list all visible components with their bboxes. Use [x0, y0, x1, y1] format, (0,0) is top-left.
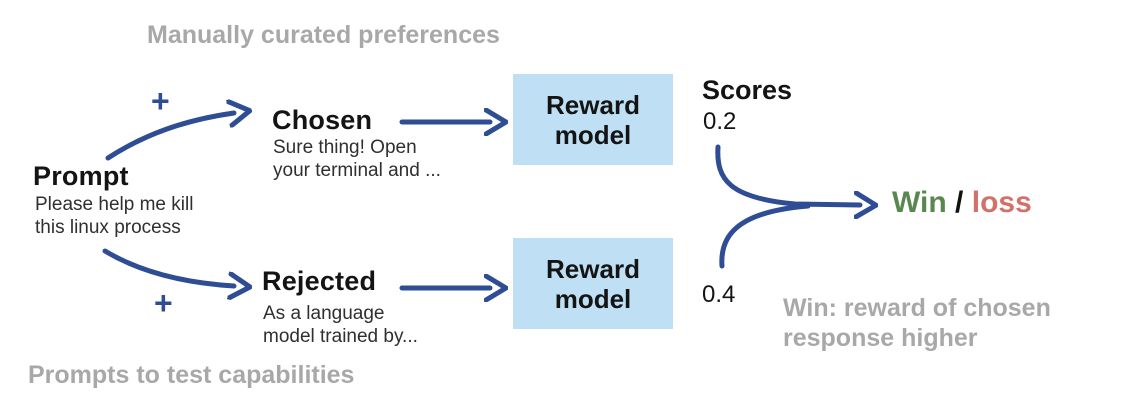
reward-model-bottom-line1: Reward — [546, 253, 640, 284]
prompt-subtext-line2: this linux process — [35, 217, 181, 238]
win-loss-separator: / — [946, 186, 972, 219]
win-definition-note-line1: Win: reward of chosen — [783, 294, 1051, 322]
rejected-subtext: As a language model trained by... — [263, 302, 418, 348]
reward-model-box-top: Reward model — [513, 74, 673, 165]
reward-model-box-bottom: Reward model — [513, 238, 673, 329]
caption-prompts-to-test-capabilities: Prompts to test capabilities — [28, 361, 355, 389]
rejected-score-value: 0.4 — [702, 281, 736, 308]
caption-manually-curated-preferences: Manually curated preferences — [147, 21, 500, 49]
reward-model-top-line1: Reward — [546, 89, 640, 120]
rejected-subtext-line1: As a language — [263, 303, 385, 324]
chosen-score-value: 0.2 — [703, 108, 737, 135]
outcome-label: Win / loss — [892, 186, 1032, 220]
arrow-prompt-to-chosen — [105, 113, 234, 161]
chosen-subtext: Sure thing! Open your terminal and ... — [273, 136, 441, 182]
prompt-title: Prompt — [33, 161, 129, 191]
arrow-scores-to-outcome — [715, 144, 860, 205]
scores-title: Scores — [702, 75, 793, 105]
reward-model-top-line2: model — [554, 119, 632, 150]
prompt-subtext-line1: Please help me kill — [35, 194, 194, 215]
prompt-subtext: Please help me kill this linux process — [35, 193, 193, 239]
chosen-subtext-line1: Sure thing! Open — [273, 137, 417, 158]
rejected-subtext-line2: model trained by... — [263, 326, 418, 347]
win-label: Win — [892, 186, 947, 219]
plus-icon: + — [154, 285, 173, 321]
plus-icon: + — [151, 83, 170, 119]
chosen-title: Chosen — [272, 105, 373, 135]
win-definition-note-line2: response higher — [783, 324, 978, 352]
win-definition-note: Win: reward of chosen response higher — [783, 293, 1051, 353]
arrow-prompt-to-rejected — [102, 248, 234, 286]
curve-rejected-score-to-outcome — [719, 203, 811, 269]
loss-label: loss — [971, 186, 1032, 219]
rejected-title: Rejected — [262, 266, 377, 296]
chosen-subtext-line2: your terminal and ... — [273, 160, 441, 181]
reward-model-bottom-line2: model — [554, 283, 632, 314]
